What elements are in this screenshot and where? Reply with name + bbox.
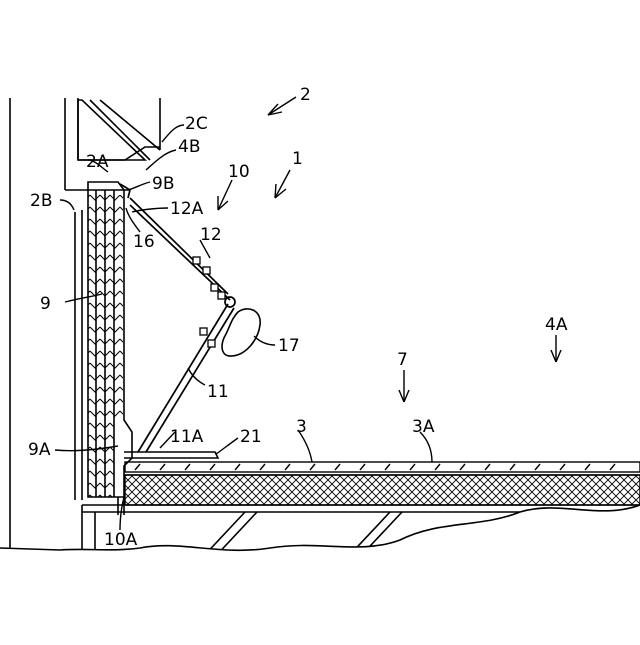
label-12: 12 <box>200 225 222 245</box>
label-2C: 2C <box>185 114 208 134</box>
label-4B: 4B <box>178 137 200 157</box>
label-10A: 10A <box>104 530 138 550</box>
handle-knob-17 <box>222 309 260 356</box>
label-11A: 11A <box>170 427 204 447</box>
leader-4B <box>146 150 176 170</box>
label-3A: 3A <box>412 417 435 437</box>
arrow-10 <box>218 180 232 210</box>
label-2: 2 <box>300 85 311 105</box>
panel-fill-1 <box>88 192 96 497</box>
panel-fill-2 <box>96 192 105 497</box>
label-17: 17 <box>278 336 300 356</box>
label-2B: 2B <box>30 191 52 211</box>
leader-21 <box>216 438 238 454</box>
label-4A: 4A <box>545 315 568 335</box>
leader-12A <box>132 208 168 212</box>
label-3: 3 <box>296 417 307 437</box>
label-11: 11 <box>207 382 229 402</box>
label-9A: 9A <box>28 440 51 460</box>
label-9B: 9B <box>152 174 174 194</box>
leader-lines <box>55 97 561 530</box>
leader-17 <box>254 336 275 345</box>
arrow-1 <box>275 170 290 198</box>
leader-2B <box>60 200 74 210</box>
label-10: 10 <box>228 162 250 182</box>
panel-fill-3 <box>105 192 114 497</box>
panel-fill-4 <box>114 195 123 420</box>
label-2A: 2A <box>86 152 109 172</box>
label-7: 7 <box>397 350 408 370</box>
leader-9B <box>128 182 150 190</box>
label-9: 9 <box>40 294 51 314</box>
label-12A: 12A <box>170 199 204 219</box>
hinge-pin <box>225 297 235 307</box>
label-16: 16 <box>133 232 155 252</box>
frame-wedge-inner <box>90 100 150 160</box>
label-1: 1 <box>292 149 303 169</box>
label-21: 21 <box>240 427 262 447</box>
flooring-3 <box>125 462 640 475</box>
